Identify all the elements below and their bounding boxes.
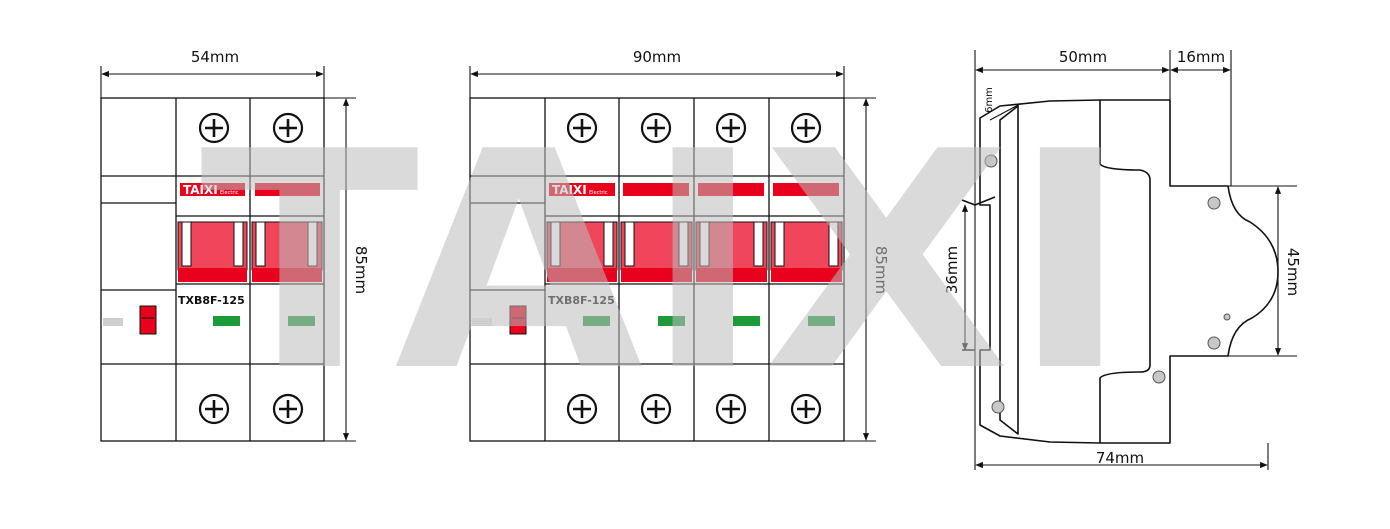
breaker-body-outline — [469, 97, 845, 442]
breaker-body-outline — [100, 97, 325, 442]
rivet-icon — [1207, 196, 1221, 210]
dimension-label: 16mm — [1177, 48, 1225, 66]
toggle-handle — [177, 221, 248, 282]
brand-label-plate — [180, 183, 245, 196]
status-indicator-green — [583, 316, 610, 326]
dimension-54mm — [100, 66, 325, 98]
dimension-85mm-4p — [844, 97, 876, 442]
dimension-label: 85mm — [872, 246, 890, 294]
red-label-plate — [773, 183, 839, 196]
rivet-icon — [984, 154, 998, 168]
brand-sub: Electric — [220, 190, 239, 196]
rivet-icon — [991, 400, 1005, 414]
rivet-icon — [1223, 313, 1231, 321]
brand-sub: Electric — [589, 190, 608, 196]
side-view-rivets — [984, 154, 1231, 414]
toggle-handle — [620, 221, 693, 282]
brand-name: TAIXI — [552, 183, 587, 197]
dimension-label: 36mm — [943, 246, 961, 294]
toggle-handle — [546, 221, 618, 282]
dimension-90mm — [469, 66, 845, 98]
dimension-label: 45mm — [1284, 248, 1302, 296]
dimension-label: 85mm — [352, 246, 370, 294]
red-label-plate — [255, 183, 320, 196]
front-view-2-pole — [100, 97, 325, 442]
toggle-handle — [770, 221, 843, 282]
toggle-handle — [251, 221, 323, 282]
side-dimension-lines — [961, 50, 1297, 470]
status-indicator-green — [658, 316, 685, 326]
watermark-bar — [103, 318, 123, 326]
dimension-85mm-2p — [324, 97, 356, 442]
dimension-label: 90mm — [633, 48, 681, 66]
watermark-bar — [472, 318, 492, 326]
test-button — [139, 305, 157, 335]
status-indicator-green — [213, 316, 240, 326]
status-indicator-green — [808, 316, 835, 326]
brand-label-plate — [549, 183, 615, 196]
watermark-text: TAIXI — [200, 88, 1130, 437]
rivet-icon — [1152, 370, 1166, 384]
status-indicator-green — [733, 316, 760, 326]
red-label-plate — [698, 183, 764, 196]
status-indicator-green — [288, 316, 315, 326]
red-label-plate — [623, 183, 689, 196]
dimension-label: 74mm — [1096, 449, 1144, 467]
front-view-4-pole — [469, 97, 845, 442]
model-label: TXB8F-125 — [548, 294, 615, 307]
rivet-icon — [1207, 336, 1221, 350]
model-label: TXB8F-125 — [178, 294, 245, 307]
brand-name: TAIXI — [183, 183, 218, 197]
dimension-label: 6mm — [984, 87, 995, 113]
front-view-4-pole-parts: TAIXI Electric TXB8F-12 — [509, 112, 843, 425]
dimension-label: 50mm — [1059, 48, 1107, 66]
toggle-handle — [695, 221, 768, 282]
test-button — [509, 305, 527, 335]
dimension-label: 54mm — [191, 48, 239, 66]
front-view-2-pole-parts: TAIXI Electric TXB8F-125 — [139, 112, 323, 425]
